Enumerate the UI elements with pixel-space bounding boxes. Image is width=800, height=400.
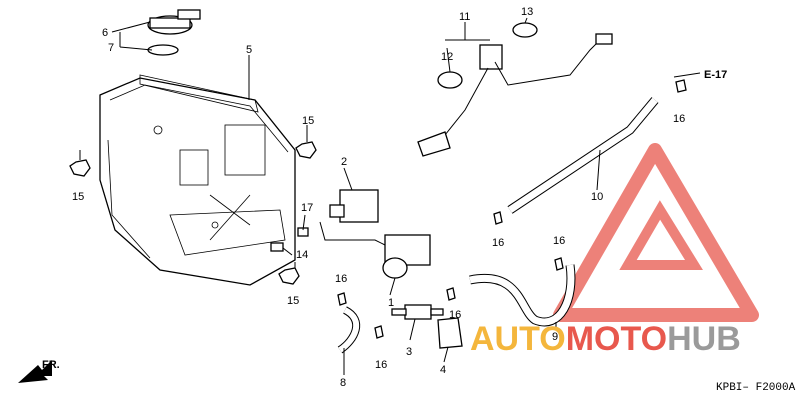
callout-1: 1 (388, 297, 394, 309)
callout-6: 6 (102, 27, 108, 39)
fuel-pump-unit (417, 22, 613, 157)
callout-4: 4 (440, 364, 446, 376)
leader-lines (79, 17, 701, 375)
callout-15-b: 15 (302, 115, 314, 127)
reference-label: E-17 (704, 69, 727, 81)
callout-11: 11 (459, 11, 470, 23)
watermark-part-moto: MOTO (566, 320, 667, 358)
callout-16-b: 16 (492, 237, 504, 249)
front-label: FR. (42, 359, 60, 371)
callout-14: 14 (296, 249, 308, 261)
fuel-tank (99, 77, 296, 286)
clip-16 (337, 79, 687, 339)
callout-17: 17 (301, 202, 313, 214)
callout-16-e: 16 (375, 359, 387, 371)
callout-10: 10 (591, 191, 603, 203)
callout-8: 8 (340, 377, 346, 389)
callout-5: 5 (246, 44, 252, 56)
strainer (391, 304, 444, 320)
callout-2: 2 (341, 156, 347, 168)
callout-12: 12 (441, 51, 453, 63)
callout-16-d: 16 (335, 273, 347, 285)
nut-15-a (69, 159, 91, 177)
callout-16-f: 16 (449, 309, 461, 321)
nut-15-c (278, 267, 300, 285)
callout-7: 7 (108, 42, 114, 54)
cap-gasket (147, 44, 179, 56)
front-arrow-icon (18, 360, 52, 383)
callout-3: 3 (406, 346, 412, 358)
watermark-part-auto: AUTO (470, 320, 566, 358)
tank-seal (139, 74, 259, 113)
clamp (437, 317, 463, 349)
bolt-14 (270, 242, 284, 252)
watermark-part-hub: HUB (667, 320, 741, 358)
callout-16-a: 16 (673, 113, 685, 125)
fuel-regulator (382, 234, 431, 279)
callout-9: 9 (552, 331, 558, 343)
watermark-text: AUTOMOTOHUB (470, 320, 741, 358)
fuel-filter (329, 189, 379, 223)
diagram-code: KPBI– F2000A (716, 382, 796, 394)
callout-15-c: 15 (287, 295, 299, 307)
watermark-logo-icon (553, 143, 759, 322)
callout-16-c: 16 (553, 235, 565, 247)
callout-13: 13 (521, 6, 533, 18)
fuel-cap (147, 9, 201, 35)
wire (319, 221, 386, 246)
callout-15-a: 15 (72, 191, 84, 203)
nut-15-b (295, 141, 317, 159)
